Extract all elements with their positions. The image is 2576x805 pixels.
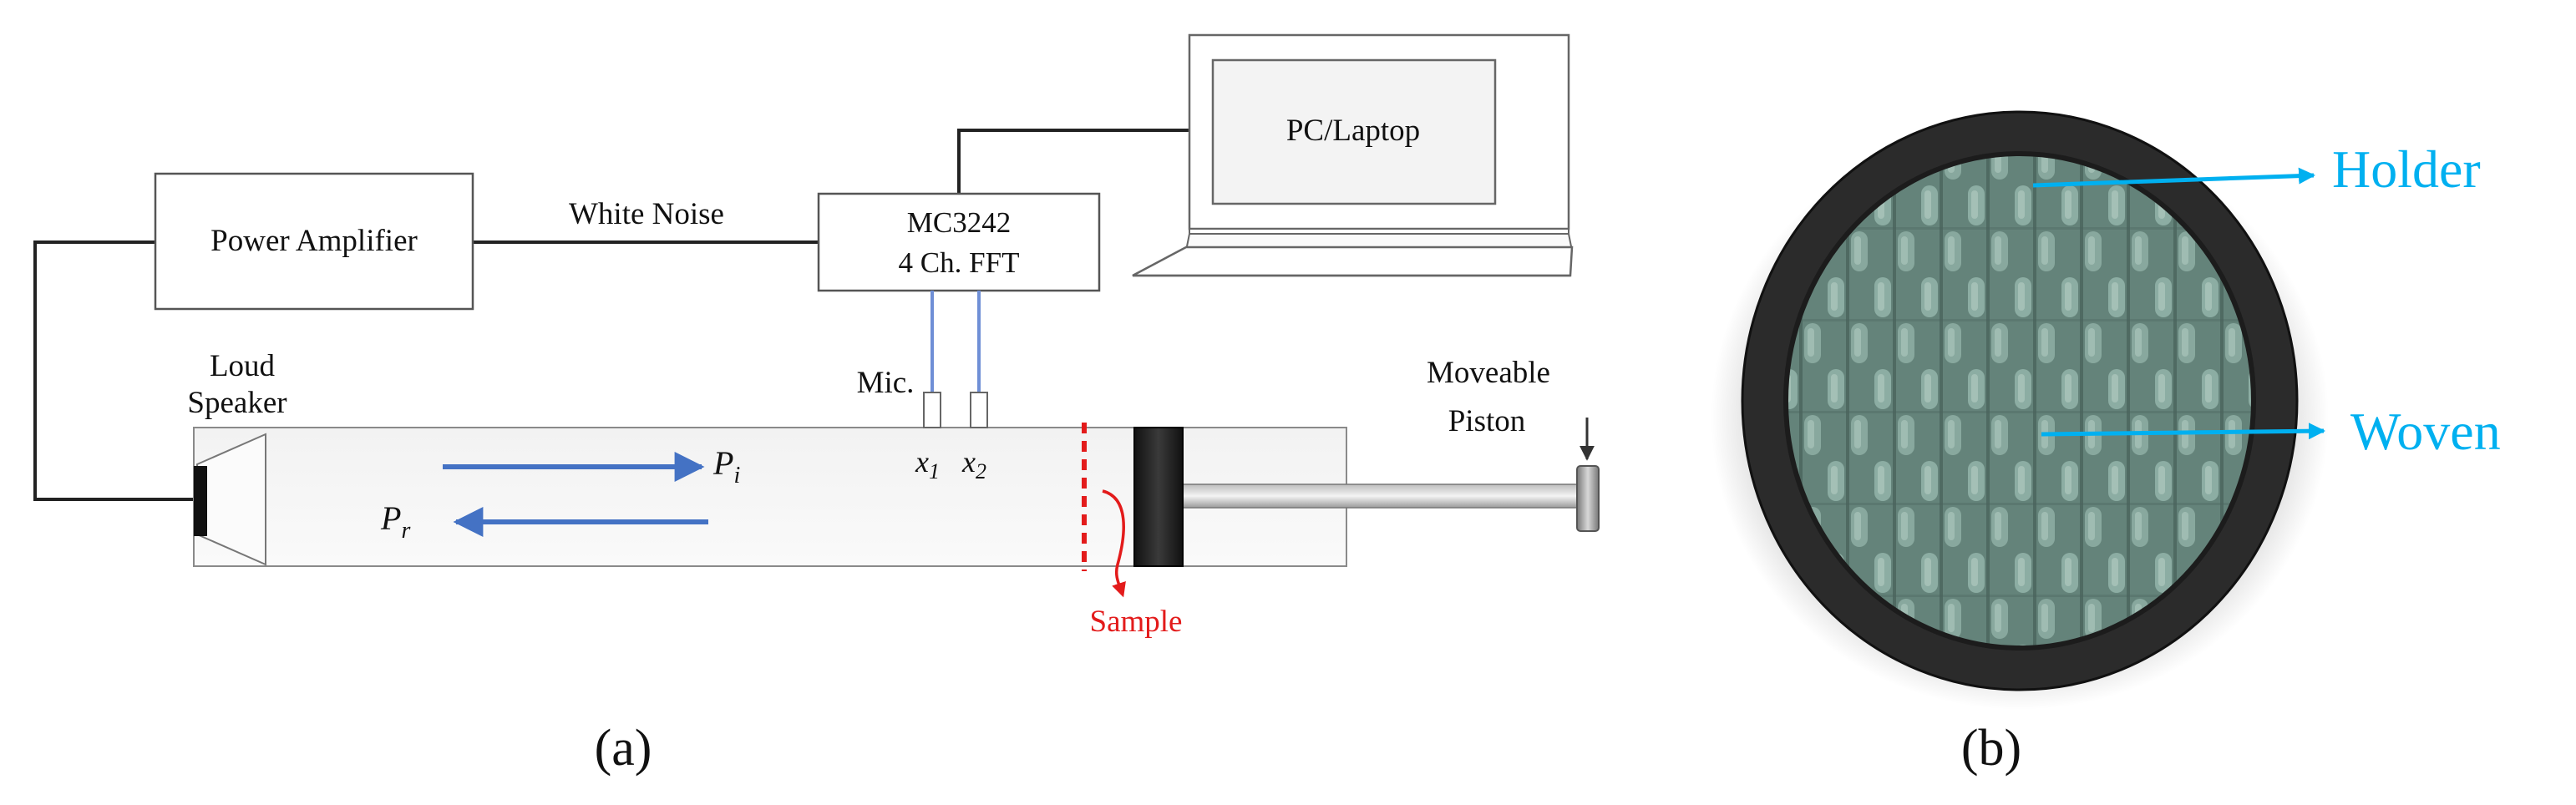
incident-wave-label: Pi bbox=[712, 444, 740, 489]
sample-pointer-arrow bbox=[1102, 489, 1126, 598]
piston-plunger bbox=[1133, 427, 1184, 567]
panel-b-label: (b) bbox=[1961, 720, 2021, 777]
mic2-icon bbox=[970, 392, 988, 428]
piston-label: Piston bbox=[1448, 404, 1526, 438]
woven-fabric bbox=[1786, 154, 2254, 648]
panel-a-diagram: Power Amplifier White Noise MC3242 4 Ch.… bbox=[33, 33, 1600, 777]
power-amplifier-label: Power Amplifier bbox=[210, 224, 418, 258]
piston-handle bbox=[1576, 465, 1600, 532]
analyzer-model-label: MC3242 bbox=[907, 206, 1011, 239]
mic-label: Mic. bbox=[857, 366, 915, 400]
x2-label: x2 bbox=[961, 445, 986, 484]
holder-label: Holder bbox=[2332, 139, 2481, 199]
x1-label: x1 bbox=[915, 445, 940, 484]
woven-callout-arrow bbox=[2041, 423, 2325, 440]
moveable-label: Moveable bbox=[1427, 356, 1550, 390]
reflected-wave-label: Pr bbox=[380, 499, 410, 544]
woven-label: Woven bbox=[2350, 402, 2501, 461]
analyzer-channels-label: 4 Ch. FFT bbox=[899, 246, 1020, 279]
loud-speaker-label-line1: Loud bbox=[210, 349, 276, 383]
pc-label: PC/Laptop bbox=[1286, 114, 1420, 148]
panel-b-photo: Holder Woven (b) bbox=[1711, 110, 2501, 777]
sample-label: Sample bbox=[1090, 605, 1183, 639]
piston-rod bbox=[1182, 484, 1583, 509]
power-amplifier-box bbox=[154, 172, 474, 311]
panel-a-label: (a) bbox=[595, 720, 652, 777]
amplifier-to-speaker-wire bbox=[33, 240, 194, 501]
loud-speaker-label-line2: Speaker bbox=[187, 386, 287, 420]
white-noise-label: White Noise bbox=[569, 197, 724, 231]
analyzer-to-pc-wire bbox=[957, 129, 1199, 194]
holder-callout-arrow bbox=[2032, 167, 2315, 188]
laptop-icon bbox=[1132, 33, 1574, 277]
fft-analyzer-box bbox=[817, 192, 1101, 292]
mic1-icon bbox=[923, 392, 941, 428]
loudspeaker-icon bbox=[194, 433, 266, 566]
